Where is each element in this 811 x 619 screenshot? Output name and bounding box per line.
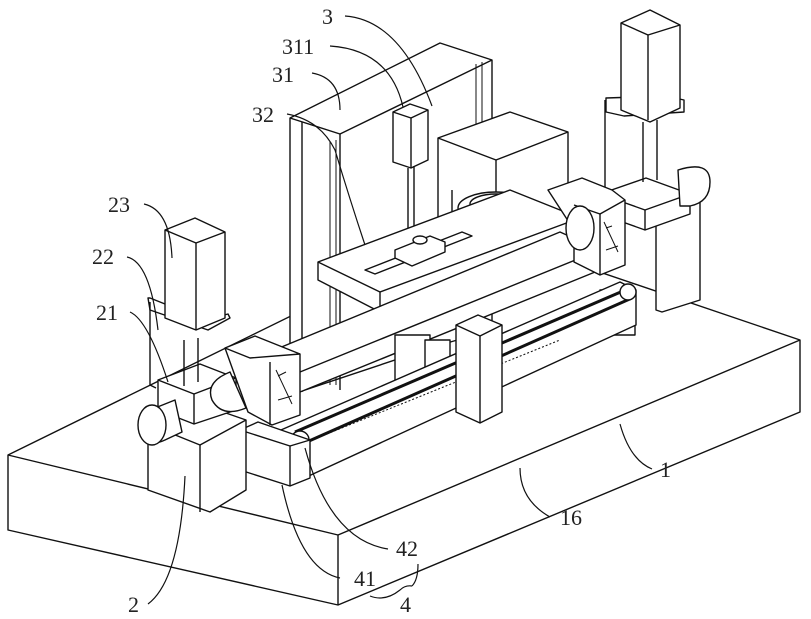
label-slide-seat: 41 [354, 566, 376, 591]
leader-lines [126, 15, 653, 605]
label-gantry-plate: 31 [272, 62, 294, 87]
clamp-box-right [547, 177, 626, 276]
slide-seat [239, 421, 311, 487]
labels: 3 311 31 32 23 22 21 2 41 42 4 16 1 [92, 4, 671, 617]
label-motor-left: 23 [108, 192, 130, 217]
pillar [455, 314, 503, 424]
label-pillar: 16 [560, 505, 582, 530]
label-support-block: 21 [96, 300, 118, 325]
label-frame-assembly: 2 [128, 592, 139, 617]
clamp-box-left [209, 335, 301, 426]
label-vertical-actuator: 311 [282, 34, 314, 59]
label-belt-drive: 42 [396, 536, 418, 561]
label-gantry: 3 [322, 4, 333, 29]
slide-table [317, 189, 581, 313]
label-drive-assembly: 4 [400, 592, 411, 617]
left-post [137, 217, 247, 513]
label-bracket: 22 [92, 244, 114, 269]
label-slide-table: 32 [252, 102, 274, 127]
vertical-actuator [392, 103, 429, 232]
label-base: 1 [660, 457, 671, 482]
